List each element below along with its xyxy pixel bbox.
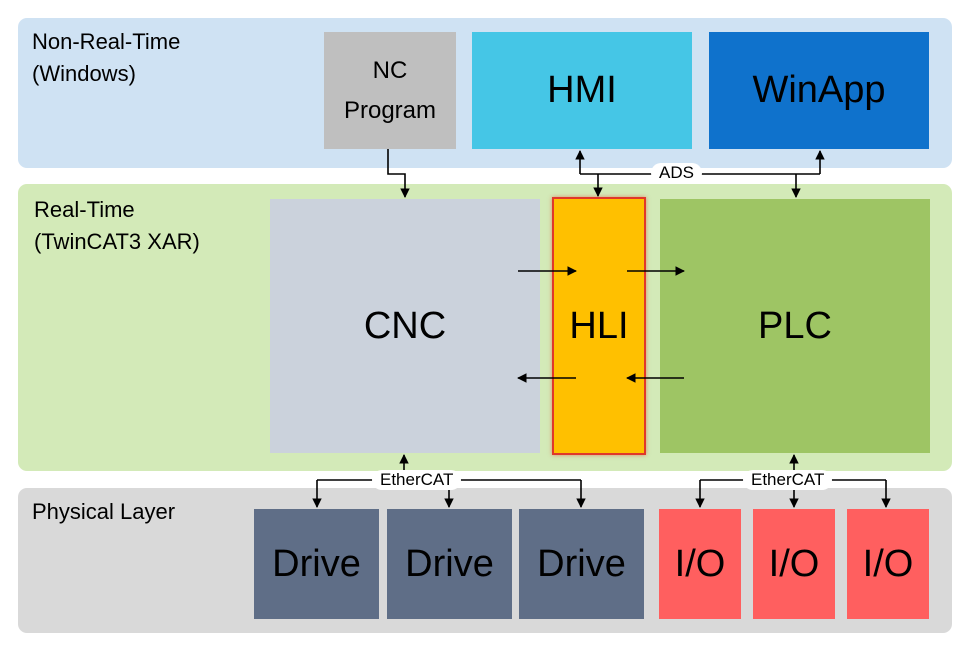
io-block: I/O bbox=[847, 509, 929, 619]
drive-block: Drive bbox=[387, 509, 512, 619]
non-realtime-label-line2: (Windows) bbox=[32, 61, 136, 86]
drive-label: Drive bbox=[272, 542, 361, 585]
hli-label: HLI bbox=[569, 304, 629, 347]
hmi-label: HMI bbox=[547, 69, 617, 111]
cnc-label: CNC bbox=[363, 304, 447, 347]
hli-block: HLI bbox=[552, 197, 646, 455]
plc-label: PLC bbox=[758, 304, 832, 347]
winapp-block: WinApp bbox=[709, 32, 929, 149]
io-block: I/O bbox=[659, 509, 741, 619]
realtime-label-line2: (TwinCAT3 XAR) bbox=[34, 229, 200, 254]
ethercat-io-label: EtherCAT bbox=[743, 470, 833, 490]
io-block: I/O bbox=[753, 509, 835, 619]
nc-program-to-cnc-arrow bbox=[387, 149, 410, 198]
physical-label-line1: Physical Layer bbox=[32, 499, 176, 524]
non-realtime-label-line1: Non-Real-Time bbox=[32, 29, 181, 54]
drive-block: Drive bbox=[254, 509, 379, 619]
nc-program-line1: NC bbox=[372, 56, 408, 84]
ads-label: ADS bbox=[651, 163, 702, 183]
realtime-label-line1: Real-Time bbox=[34, 197, 135, 222]
ethercat-drives-label: EtherCAT bbox=[372, 470, 462, 490]
io-label: I/O bbox=[674, 542, 726, 585]
nc-program-block: NC Program bbox=[324, 32, 456, 149]
cnc-block: CNC bbox=[270, 199, 540, 453]
winapp-label: WinApp bbox=[752, 69, 886, 111]
hmi-block: HMI bbox=[472, 32, 692, 149]
drive-label: Drive bbox=[537, 542, 626, 585]
physical-label: Physical Layer bbox=[32, 496, 175, 528]
drive-block: Drive bbox=[519, 509, 644, 619]
io-label: I/O bbox=[768, 542, 820, 585]
drive-label: Drive bbox=[405, 542, 494, 585]
nc-program-line2: Program bbox=[343, 96, 437, 124]
realtime-label: Real-Time (TwinCAT3 XAR) bbox=[34, 194, 200, 258]
io-label: I/O bbox=[862, 542, 914, 585]
plc-block: PLC bbox=[660, 199, 930, 453]
non-realtime-label: Non-Real-Time (Windows) bbox=[32, 26, 180, 90]
